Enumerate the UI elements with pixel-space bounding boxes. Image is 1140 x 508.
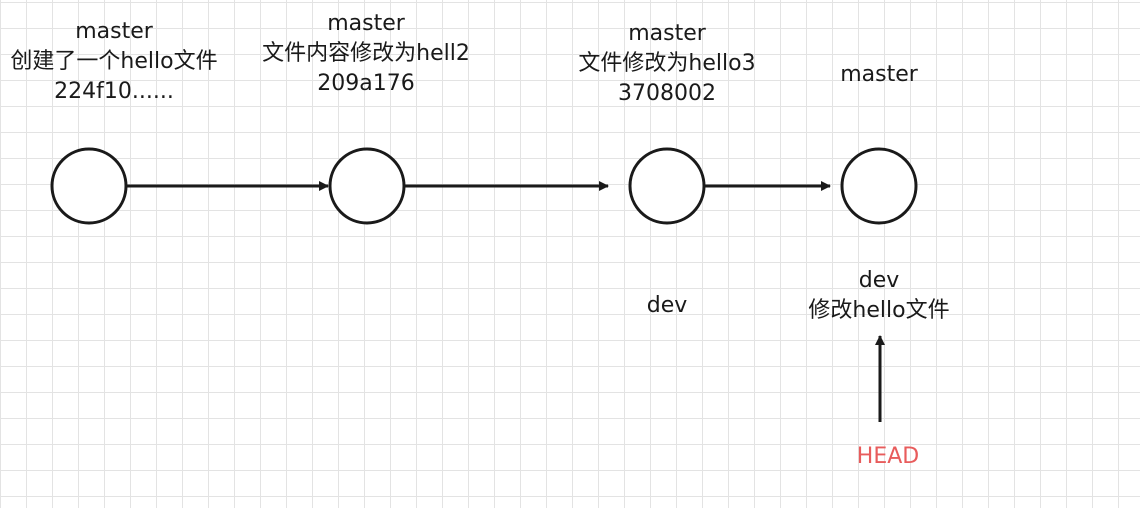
commit-node-3[interactable] <box>628 147 706 225</box>
commit-2-message: 文件内容修改为hell2 <box>262 41 470 66</box>
commit-1-label: master 创建了一个hello文件 224f10...... <box>10 17 217 107</box>
commit-4-dev-branch: dev <box>858 268 900 293</box>
commit-1-hash: 224f10...... <box>54 79 174 104</box>
commit-3-label: master 文件修改为hello3 3708002 <box>578 19 755 109</box>
commit-4-branch: master <box>840 62 918 87</box>
commit-1-branch: master <box>75 19 153 44</box>
commit-3-bottom-label: dev <box>647 291 688 321</box>
commit-2-branch: master <box>327 11 405 36</box>
head-label: HEAD <box>856 444 920 469</box>
commit-4-message: 修改hello文件 <box>808 298 950 323</box>
commit-3-message: 文件修改为hello3 <box>578 51 756 76</box>
commit-node-1[interactable] <box>50 147 128 225</box>
commit-3-hash: 3708002 <box>618 81 716 106</box>
commit-node-2[interactable] <box>328 147 406 225</box>
commit-3-branch: master <box>628 21 706 46</box>
commit-4-label: master <box>840 60 918 90</box>
commit-2-label: master 文件内容修改为hell2 209a176 <box>262 9 470 99</box>
commit-node-4[interactable] <box>840 147 918 225</box>
commit-2-hash: 209a176 <box>317 71 415 96</box>
commit-1-message: 创建了一个hello文件 <box>10 49 218 74</box>
commit-4-bottom-label: dev 修改hello文件 <box>808 266 949 326</box>
commit-3-dev-branch: dev <box>646 293 688 318</box>
